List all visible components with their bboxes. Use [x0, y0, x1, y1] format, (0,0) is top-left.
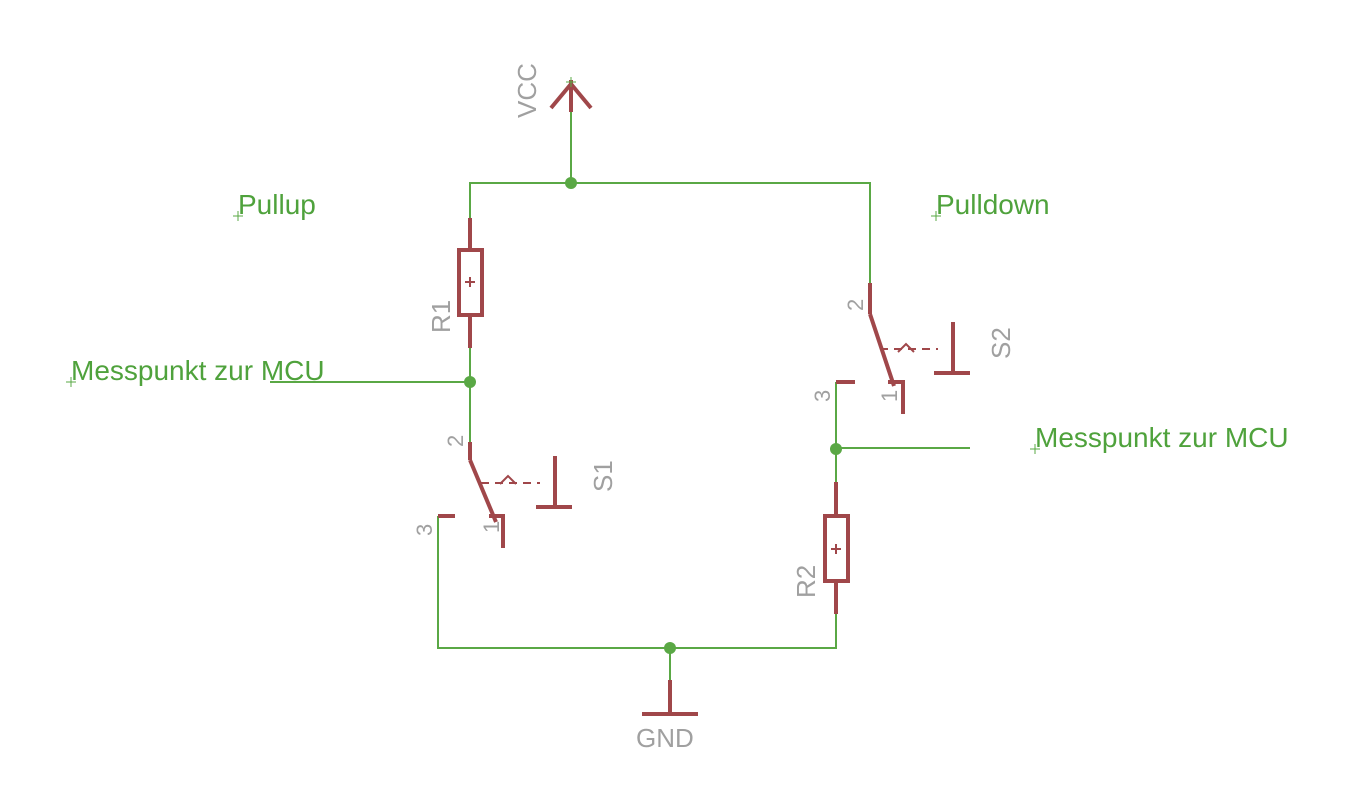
- messpunkt-right-label: Messpunkt zur MCU: [1035, 422, 1289, 453]
- s1-pin1: 1: [479, 521, 504, 533]
- wire-bottom-bus: [437, 516, 837, 649]
- s2-pin1: 1: [877, 390, 902, 402]
- junction-gnd: [664, 642, 676, 654]
- wires: [270, 112, 970, 680]
- messpunkt-left-label: Messpunkt zur MCU: [71, 355, 325, 386]
- r2-label: R2: [791, 565, 821, 598]
- switch-s2: S2 2 1 3: [810, 283, 1016, 414]
- s1-label: S1: [588, 460, 618, 492]
- s2-pin3: 3: [810, 390, 835, 402]
- junction-messpunkt-right: [830, 443, 842, 455]
- text-labels: Pullup Pulldown Messpunkt zur MCU Messpu…: [66, 189, 1289, 454]
- s1-pin2: 2: [443, 435, 468, 447]
- junction-vcc: [565, 177, 577, 189]
- s1-pin3: 3: [412, 524, 437, 536]
- s2-pin2: 2: [843, 299, 868, 311]
- s2-label: S2: [986, 327, 1016, 359]
- pullup-label: Pullup: [238, 189, 316, 220]
- wire-top-bus: [469, 182, 871, 283]
- resistor-r1: R1: [426, 218, 484, 348]
- resistor-r2: R2: [791, 482, 850, 614]
- vcc-symbol: VCC: [512, 63, 593, 118]
- gnd-label: GND: [636, 723, 694, 753]
- vcc-label: VCC: [512, 63, 542, 118]
- junction-messpunkt-left: [464, 376, 476, 388]
- r1-label: R1: [426, 300, 456, 333]
- junctions: [464, 177, 842, 654]
- pulldown-label: Pulldown: [936, 189, 1050, 220]
- gnd-symbol: GND: [636, 680, 698, 753]
- switch-s1: S1 2 1 3: [412, 435, 618, 548]
